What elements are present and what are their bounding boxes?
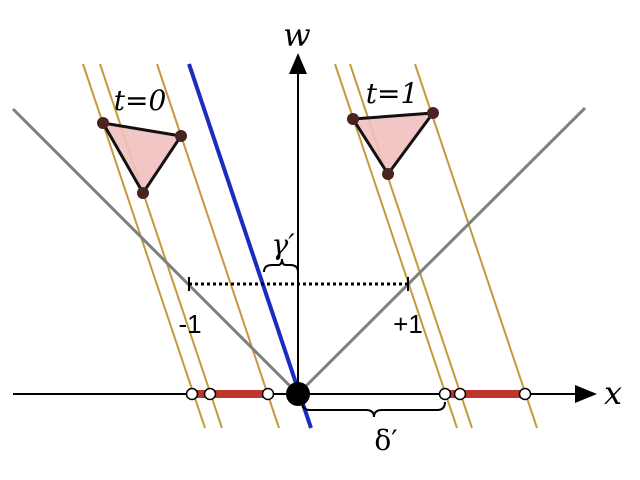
open-point: [453, 387, 467, 401]
triangle-shape: [100, 121, 184, 196]
origin-point: [286, 382, 310, 406]
vertex: [347, 113, 359, 125]
vertex: [427, 107, 439, 119]
cone-line-right: [296, 106, 587, 396]
vertex: [97, 117, 109, 129]
open-point: [185, 387, 199, 401]
triangle-t1: [347, 107, 439, 180]
triangle-shape: [350, 111, 437, 177]
minus-one-label: -1: [178, 309, 201, 339]
t1-label: t=1: [366, 77, 419, 110]
gold-line: [99, 63, 223, 429]
gold-line: [414, 63, 538, 429]
x-axis-arrow-icon: [575, 385, 597, 403]
gamma-brace: [263, 258, 299, 273]
w-axis-arrow-icon: [289, 53, 307, 74]
open-points: [185, 387, 532, 401]
w-axis-label: w: [283, 16, 310, 54]
blue-line: [187, 63, 313, 429]
gamma-label: γ′: [271, 228, 295, 261]
delta-label: δ′: [374, 424, 397, 457]
plus-one-label: +1: [393, 309, 423, 339]
open-point: [518, 387, 532, 401]
x-axis-label: x: [604, 374, 622, 412]
triangle-t0: [97, 117, 187, 199]
t0-label: t=0: [114, 84, 167, 117]
vertex: [382, 168, 394, 180]
open-point: [203, 387, 217, 401]
delta-brace: [301, 401, 446, 418]
vertex: [175, 130, 187, 142]
cone-line-left: [11, 107, 300, 396]
open-point: [261, 387, 275, 401]
open-point: [438, 387, 452, 401]
vertex: [137, 187, 149, 199]
gold-line: [156, 63, 280, 429]
